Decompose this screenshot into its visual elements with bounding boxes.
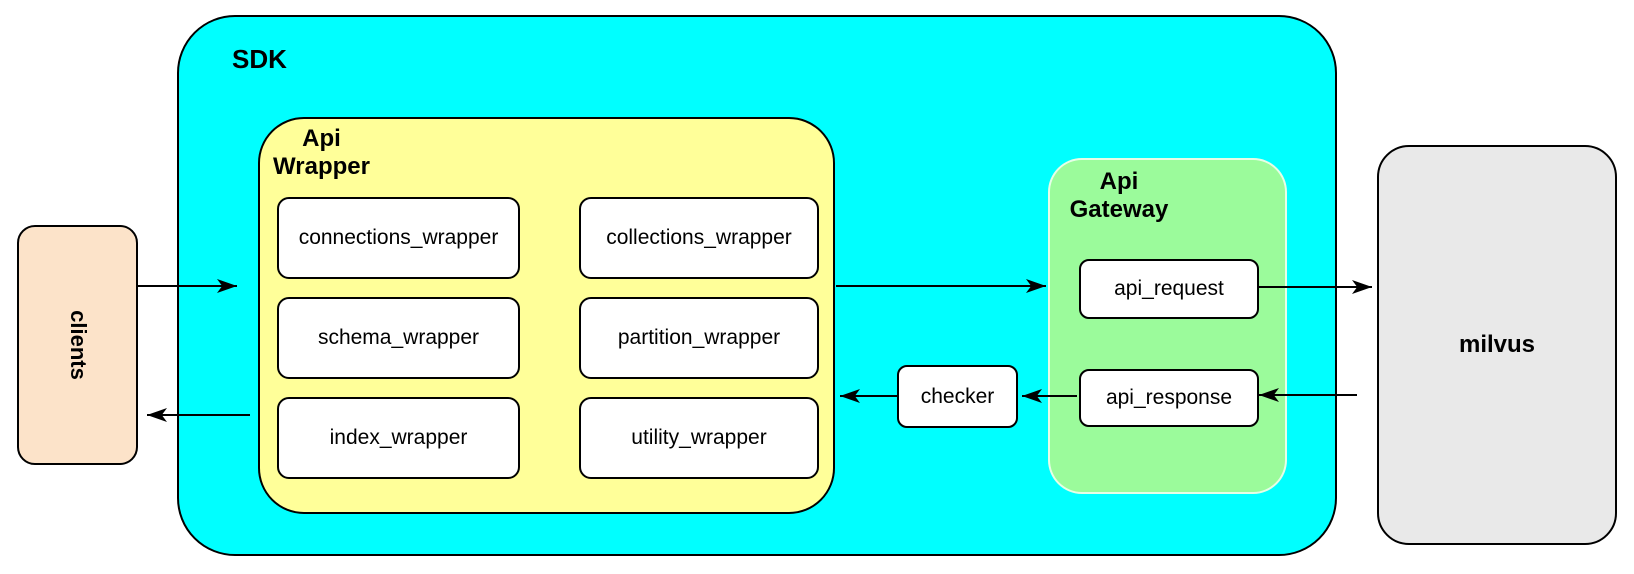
clients-box: clients [17,225,138,465]
api-response-label: api_response [1105,386,1233,409]
utility-wrapper-box: utility_wrapper [579,397,819,479]
schema-wrapper-box: schema_wrapper [277,297,520,379]
api-gateway-container: Api Gateway api_request api_response [1048,158,1287,494]
api-wrapper-label: Api Wrapper [273,125,370,180]
partition-wrapper-label: partition_wrapper [617,326,781,349]
api-gateway-label: Api Gateway [1069,168,1169,223]
connections-wrapper-label: connections_wrapper [298,226,499,249]
sdk-label: SDK [232,44,287,74]
api-response-box: api_response [1079,369,1259,427]
checker-box: checker [897,365,1018,428]
api-request-label: api_request [1114,277,1224,300]
clients-label: clients [65,310,91,380]
schema-wrapper-label: schema_wrapper [317,326,480,349]
connections-wrapper-box: connections_wrapper [277,197,520,279]
checker-label: checker [920,384,995,408]
collections-wrapper-box: collections_wrapper [579,197,819,279]
api-request-box: api_request [1079,259,1259,319]
index-wrapper-box: index_wrapper [277,397,520,479]
milvus-box: milvus [1377,145,1617,545]
utility-wrapper-label: utility_wrapper [631,426,767,449]
partition-wrapper-box: partition_wrapper [579,297,819,379]
api-wrapper-container: Api Wrapper connections_wrapper collecti… [258,117,835,514]
collections-wrapper-label: collections_wrapper [606,226,792,249]
index-wrapper-label: index_wrapper [329,426,468,449]
milvus-label: milvus [1458,331,1536,358]
